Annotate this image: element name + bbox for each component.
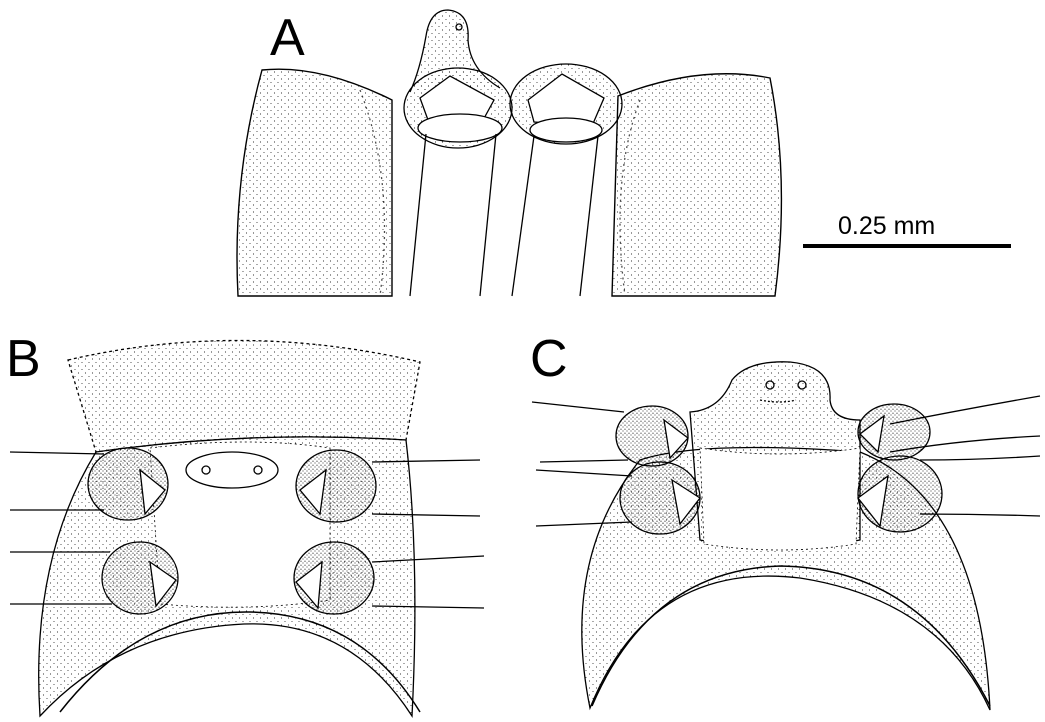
panel-c-coxa-lr xyxy=(857,455,943,533)
panel-a-right-segment xyxy=(611,73,783,297)
panel-a-coxa-left xyxy=(403,67,513,297)
panel-a-left-segment xyxy=(236,68,393,297)
panel-b-coxa-ll xyxy=(101,541,179,615)
panel-c-coxa-ur xyxy=(857,403,931,461)
panel-c-coxa-ul xyxy=(615,405,689,467)
panel-a-coxa-right xyxy=(509,63,623,297)
panel-b-drawing xyxy=(9,339,485,719)
panel-c-coxa-ll xyxy=(619,461,701,535)
panel-b-coxa-ur xyxy=(295,449,377,523)
panel-label-c: C xyxy=(530,330,568,388)
scale-bar-label: 0.25 mm xyxy=(838,212,936,240)
panel-label-a: A xyxy=(270,9,305,67)
panel-c-pores xyxy=(759,380,807,403)
panel-a-drawing xyxy=(236,9,783,297)
panel-label-b: B xyxy=(6,330,41,388)
panel-c-drawing xyxy=(531,361,1041,711)
panel-b-coxa-ul xyxy=(87,447,169,521)
panel-b-coxa-lr xyxy=(293,541,375,615)
scale-bar xyxy=(803,244,1011,248)
panel-b-sensory-plate xyxy=(185,451,279,489)
panel-b-upper-segment xyxy=(67,339,421,453)
